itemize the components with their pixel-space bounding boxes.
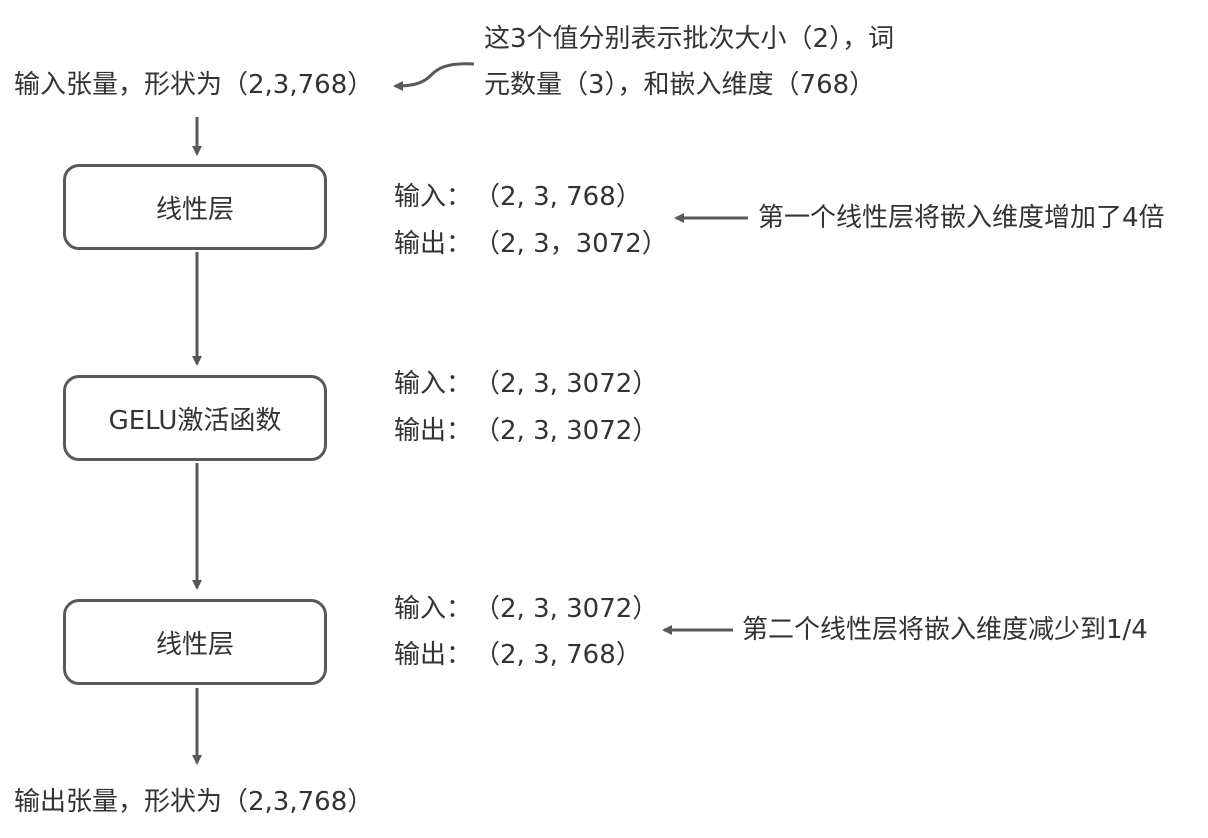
layer2-output-label: 输出： [394,640,473,670]
linear-layer-2-label: 线性层 [155,629,234,660]
linear-layer-2-box: 线性层 [63,599,327,685]
input-tensor-label: 输入张量，形状为（2,3,768） [14,70,374,100]
input-note-line2: 元数量（3），和嵌入维度（768） [484,70,876,100]
linear-layer-1-label: 线性层 [155,194,234,225]
layer1-input-label: 输入： [394,182,473,212]
gelu-input-shape: （2, 3, 3072） [474,369,659,399]
gelu-box: GELU激活函数 [63,375,327,461]
layer2-output-shape: （2, 3, 768） [474,640,642,670]
layer1-output-shape: （2, 3，3072） [474,229,668,259]
layer1-input-shape: （2, 3, 768） [474,182,642,212]
arrow-note-to-input [393,62,475,91]
gelu-output-label: 输出： [394,416,473,446]
gelu-input-label: 输入： [394,369,473,399]
gelu-label: GELU激活函数 [108,405,282,436]
input-note-line1: 这3个值分别表示批次大小（2），词 [484,24,895,54]
linear-layer-1-box: 线性层 [63,164,327,250]
output-tensor-label: 输出张量，形状为（2,3,768） [14,787,374,817]
gelu-output-shape: （2, 3, 3072） [474,416,659,446]
layer1-note: 第一个线性层将嵌入维度增加了4倍 [758,203,1165,233]
layer2-input-shape: （2, 3, 3072） [474,594,659,624]
layer2-note: 第二个线性层将嵌入维度减少到1/4 [742,615,1148,645]
layer1-output-label: 输出： [394,229,473,259]
layer2-input-label: 输入： [394,594,473,624]
